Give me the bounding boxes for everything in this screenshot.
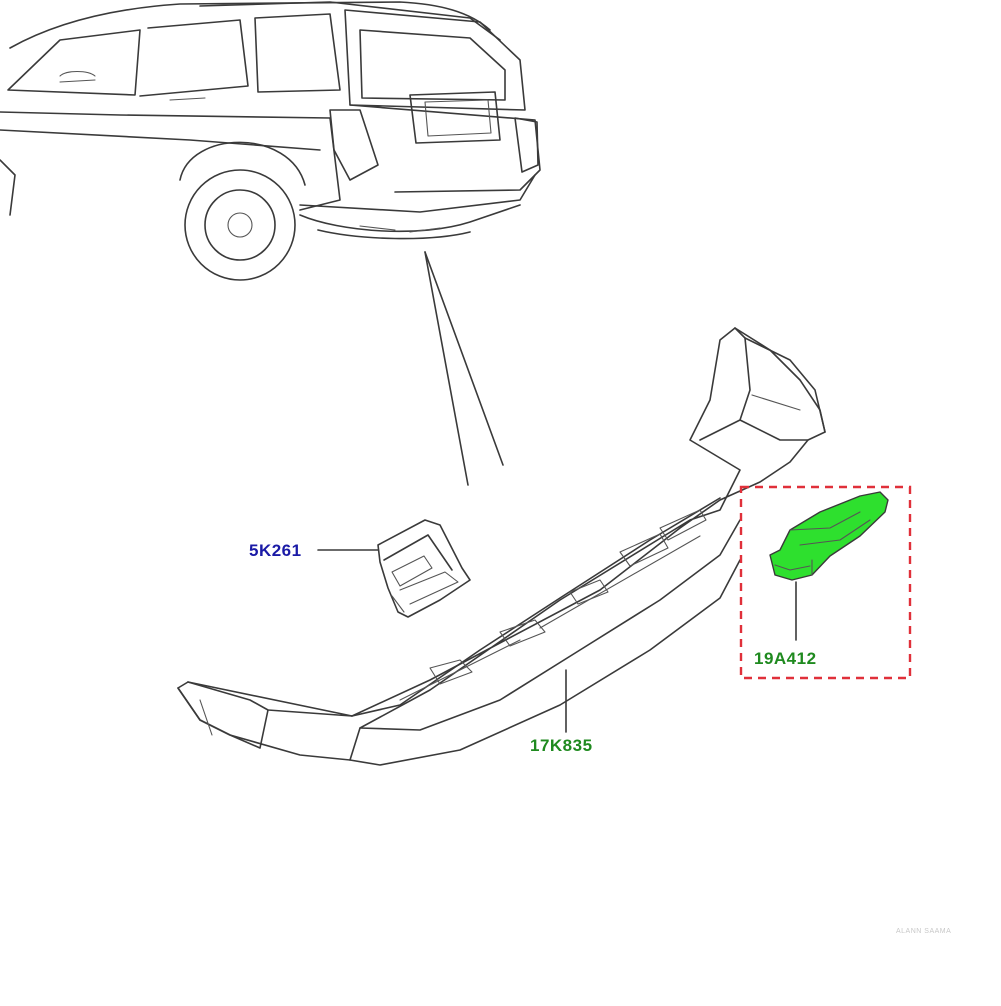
watermark: ALANN SAAMA — [896, 928, 952, 935]
bumper-cover-part — [177, 327, 826, 766]
callout-19a412: 19A412 — [754, 649, 817, 668]
bracket-part — [377, 519, 471, 618]
highlight-box — [739, 485, 912, 680]
vehicle-illustration — [0, 1, 541, 281]
callout-5k261: 5K261 — [249, 541, 302, 560]
reflector-part — [769, 491, 889, 581]
leader-line — [424, 251, 469, 486]
leader-line — [424, 251, 504, 466]
callout-17k835: 17K835 — [530, 736, 593, 755]
